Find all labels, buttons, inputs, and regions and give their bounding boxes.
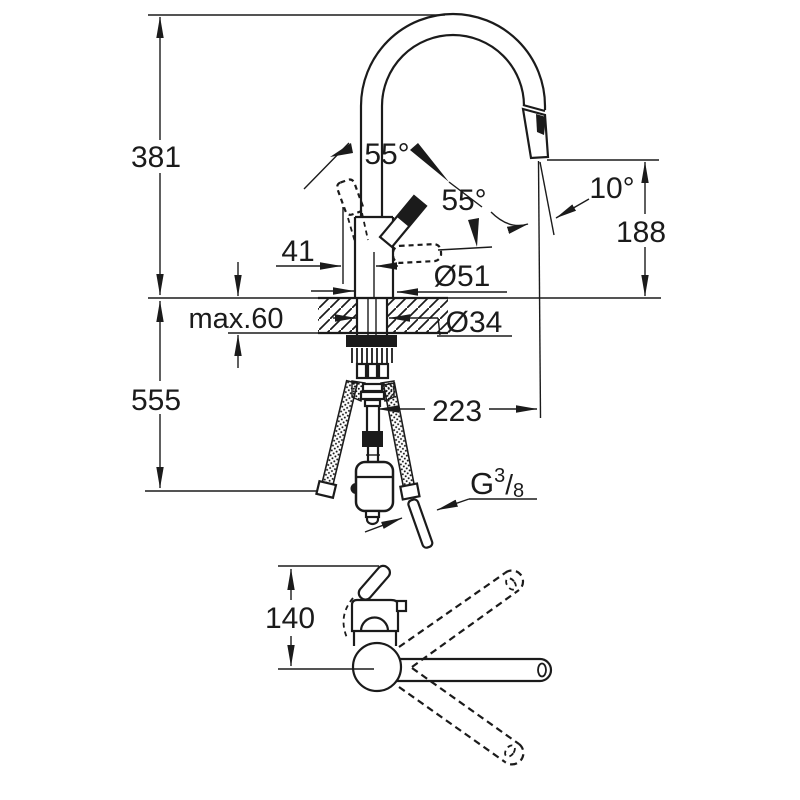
pullout-hose-assembly bbox=[350, 380, 395, 526]
angle-10-label: 10° bbox=[589, 172, 634, 205]
angle-10-leader bbox=[555, 198, 590, 219]
hose-connector-block-1 bbox=[355, 362, 368, 380]
thread-g38-label: G3/8 bbox=[470, 465, 524, 502]
angle-55-right-arrow-down bbox=[468, 218, 479, 247]
dim-dia34-label: Ø34 bbox=[446, 306, 503, 339]
check-valve-tip bbox=[365, 517, 380, 526]
dim-140: 140 bbox=[265, 565, 379, 670]
top-view-body-circle bbox=[351, 641, 403, 693]
dim-555: 555 bbox=[131, 300, 181, 489]
dim-555-label: 555 bbox=[131, 384, 181, 417]
lever-solid-knob bbox=[397, 196, 426, 227]
dim-max60-label: max.60 bbox=[188, 303, 283, 335]
dim-381-label: 381 bbox=[131, 141, 181, 174]
spout-inner-edge bbox=[380, 33, 526, 217]
spray-direction-lines bbox=[537, 160, 555, 419]
top-view-body-block bbox=[350, 598, 408, 646]
spray-head-accent bbox=[536, 114, 546, 135]
thread-g38: G3/8 bbox=[364, 465, 537, 533]
reference-lines bbox=[145, 14, 661, 492]
angle-55-left-label: 55° bbox=[364, 138, 409, 171]
front-view: 381 555 max.60 41 Ø51 bbox=[131, 12, 666, 549]
thread-slash: / bbox=[505, 469, 513, 500]
spray-head-outline bbox=[521, 107, 550, 160]
supply-hose-right-nut bbox=[399, 482, 421, 501]
top-view: 140 bbox=[265, 564, 553, 766]
dim-223: 223 bbox=[377, 395, 538, 428]
dim-dia51-label: Ø51 bbox=[434, 260, 491, 293]
spray-head bbox=[521, 107, 550, 160]
spray-angle-line bbox=[539, 161, 555, 236]
angle-10: 10° bbox=[555, 172, 635, 219]
angle-55-right-label: 55° bbox=[441, 184, 486, 217]
top-view-body-tab bbox=[395, 599, 408, 613]
top-view-spout-solid bbox=[397, 657, 553, 683]
faucet-spout bbox=[359, 12, 547, 217]
dim-223-label: 223 bbox=[432, 395, 482, 428]
mounting-nut bbox=[346, 335, 397, 347]
hose-weight bbox=[354, 460, 395, 513]
dim-dia51: Ø51 bbox=[311, 260, 507, 296]
dim-41-label: 41 bbox=[281, 235, 314, 268]
top-view-spout-end-cap bbox=[539, 657, 553, 683]
mounting-shank bbox=[346, 298, 397, 380]
check-valve-neck bbox=[364, 509, 381, 519]
hose-dark-band bbox=[362, 431, 383, 447]
supply-hose-left-nut bbox=[315, 479, 338, 500]
angle-55-left-leg-2 bbox=[448, 181, 483, 208]
thread-denominator: 8 bbox=[513, 480, 524, 502]
lever-solid bbox=[378, 194, 428, 249]
top-view-spout-dashed-upper bbox=[398, 569, 525, 668]
angle-55-left: 55° bbox=[303, 138, 483, 208]
dim-max60: max.60 bbox=[188, 262, 318, 368]
spout-outer-edge bbox=[359, 12, 547, 217]
hose-connector-block-3 bbox=[377, 362, 390, 380]
supply-hose-left bbox=[315, 379, 359, 500]
dim-381: 381 bbox=[131, 16, 181, 296]
top-view-lever bbox=[357, 564, 392, 601]
lever-dashed-vertical-knob bbox=[336, 178, 364, 216]
dim-140-label: 140 bbox=[265, 602, 315, 635]
spray-head-joint-line bbox=[522, 103, 546, 113]
lever-dashed-horizontal bbox=[391, 243, 493, 264]
counter-hatch-left bbox=[318, 298, 357, 333]
lever-dashed-horizontal-outline bbox=[391, 243, 443, 264]
hose-connector-block-2 bbox=[366, 362, 379, 380]
mounting-nut-knurl bbox=[351, 348, 393, 363]
hose-fitting-3 bbox=[363, 398, 382, 408]
top-view-lever-swing-dashed bbox=[342, 597, 354, 641]
lever-dashed-vertical-edge-1 bbox=[347, 217, 356, 243]
spray-axis-line bbox=[537, 160, 542, 419]
angle-55-left-arrow-2 bbox=[410, 143, 449, 182]
hose-weight-notch bbox=[350, 483, 356, 494]
top-view-body-dome bbox=[359, 616, 390, 632]
lever-dashed-vertical-edge-2 bbox=[361, 212, 369, 241]
hose-fitting-1 bbox=[361, 382, 384, 393]
dim-188-label: 188 bbox=[616, 216, 666, 249]
supply-pipe-end bbox=[407, 498, 434, 549]
thread-numerator: 3 bbox=[494, 465, 505, 487]
angle-55-right: 55° bbox=[441, 184, 529, 247]
top-view-spout-dashed-lower bbox=[398, 667, 525, 766]
dim-41: 41 bbox=[276, 207, 398, 284]
top-view-spout-end-detail bbox=[537, 662, 547, 678]
thread-prefix: G bbox=[470, 466, 494, 501]
dim-188: 188 bbox=[547, 159, 666, 297]
lever-dashed-vertical bbox=[336, 178, 369, 243]
angle-55-left-arrow-1 bbox=[330, 143, 353, 157]
dim-dia34: Ø34 bbox=[333, 306, 512, 339]
angle-55-right-arc bbox=[490, 211, 529, 234]
hose-fitting-2 bbox=[359, 390, 386, 401]
lever-horizontal-extension-line bbox=[437, 246, 493, 251]
counter-slab bbox=[318, 296, 448, 335]
